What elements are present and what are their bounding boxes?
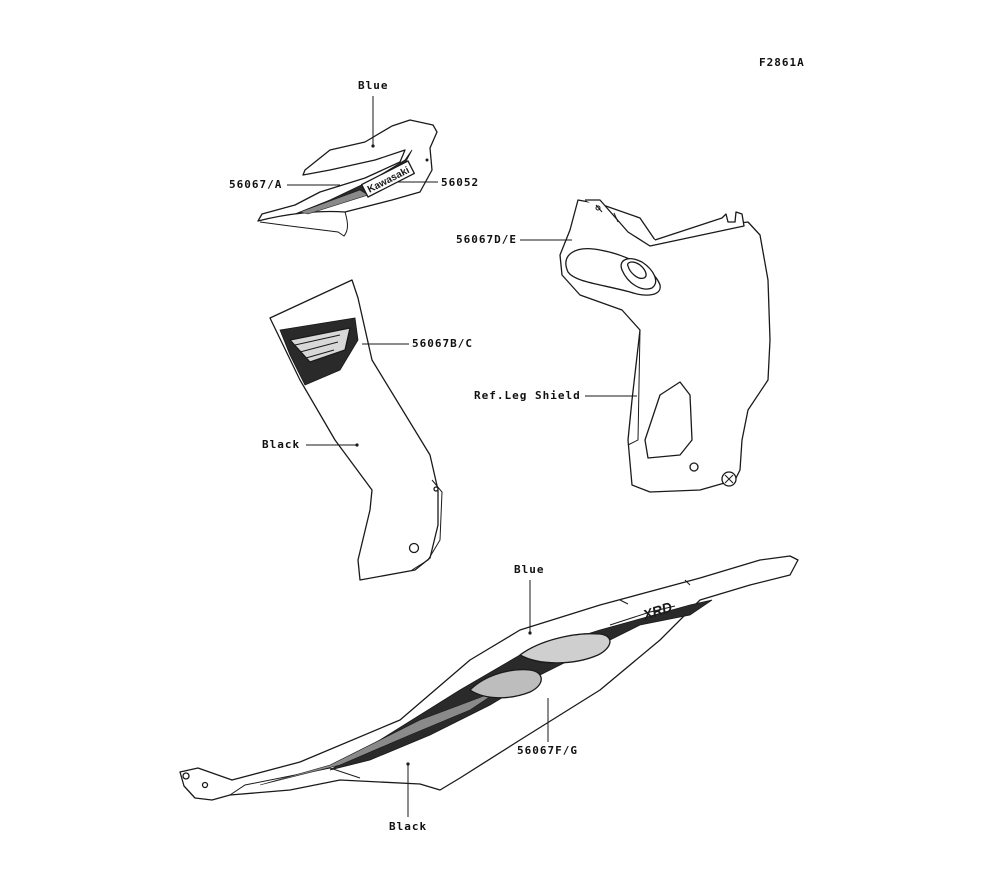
callout-black-side: Black: [262, 438, 301, 451]
callout-blue-bottom: Blue: [514, 563, 545, 576]
callout-56067-b-c: 56067B/C: [412, 337, 473, 350]
front-cover-part: Kawasaki: [257, 119, 438, 237]
callout-blue-top: Blue: [358, 79, 389, 92]
callout-56067-d-e: 56067D/E: [456, 233, 517, 246]
figure-code: F2861A: [759, 56, 805, 69]
callout-56067-a: 56067/A: [229, 178, 283, 191]
callout-ref-leg-shield: Ref.Leg Shield: [474, 389, 581, 402]
callout-black-bottom: Black: [389, 820, 428, 833]
leg-shield-part: [559, 199, 771, 493]
callout-56067-f-g: 56067F/G: [517, 744, 578, 757]
kawasaki-logo-decal: [361, 160, 415, 198]
side-cover-part: [269, 279, 443, 581]
body-cover-part: XRD: [179, 555, 799, 801]
leader-lines: [287, 96, 637, 817]
callout-56052: 56052: [441, 176, 480, 189]
